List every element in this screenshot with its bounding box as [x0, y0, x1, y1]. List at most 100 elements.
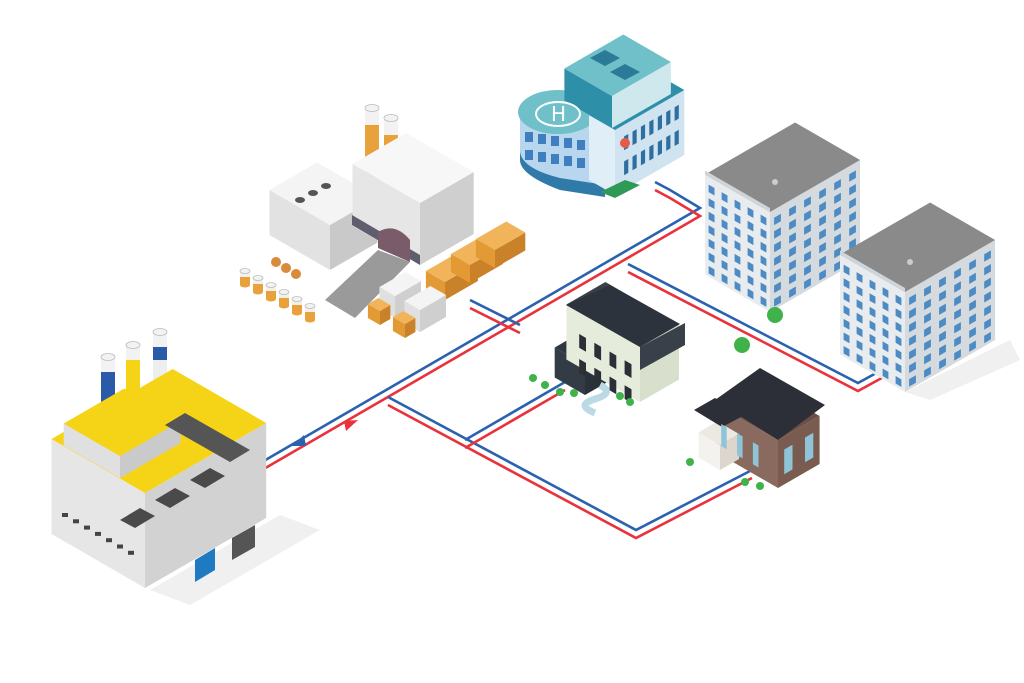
apartment-window [954, 349, 961, 361]
roof-skylight [190, 468, 225, 488]
apartment-building-1 [705, 122, 861, 312]
apartment-window [954, 335, 961, 347]
apartment-window [789, 205, 796, 217]
house-branch-return-pipe [464, 380, 566, 442]
barrel-top [304, 303, 316, 309]
apartment-window [882, 368, 889, 380]
barrel-band [305, 312, 315, 320]
apartment-window [774, 213, 781, 226]
return-flow-arrow-icon [292, 435, 306, 446]
apartment-window [954, 308, 961, 320]
energy-plant-upper-right-face [120, 421, 181, 478]
garden-path [581, 381, 610, 417]
hospital-top-block [564, 34, 671, 128]
hospital-window [551, 154, 559, 164]
apartment-window [882, 314, 889, 326]
apartment-window [834, 192, 841, 204]
apartment-window [895, 294, 902, 306]
apartment-window [819, 242, 826, 254]
barrel-top [291, 296, 303, 302]
apartment-window [789, 286, 796, 298]
apartment-window [939, 303, 946, 315]
apartment-window [954, 322, 961, 334]
blue-chimney-top [100, 353, 116, 361]
porch-roof [694, 398, 745, 427]
apartment-window [789, 218, 796, 230]
apartment-window [984, 277, 991, 289]
orange-chimney-band [365, 108, 379, 125]
apartment-window [747, 220, 754, 232]
modern-house [554, 282, 685, 417]
factory-main-block-roof [352, 133, 474, 203]
hospital-window [657, 139, 662, 156]
hospital-window [538, 152, 546, 162]
apartment-window [939, 357, 946, 370]
apartment-window [789, 232, 796, 244]
house-window [609, 376, 617, 395]
white-chimney-top [152, 328, 168, 336]
plant-window [95, 531, 101, 536]
apartment-window [909, 307, 916, 319]
apartment-window [969, 327, 976, 339]
apartment-window [760, 296, 767, 307]
helipad: H [535, 101, 581, 127]
apartment-window [849, 197, 856, 209]
barrel-band-base [292, 310, 302, 316]
apartment-window [909, 375, 916, 387]
apartment-building-2 [840, 202, 996, 392]
house-window [784, 444, 793, 475]
crate [475, 221, 526, 268]
white-chimney-band [153, 347, 167, 360]
apartment-window [895, 348, 902, 360]
barrel-band [279, 298, 289, 306]
apartment-window [843, 264, 850, 276]
barrel [304, 303, 316, 323]
apartment-window [984, 304, 991, 317]
apartment-window [734, 199, 741, 211]
hospital-entrance-lawn [600, 180, 640, 198]
barrel-band [266, 285, 276, 291]
apartment-window [939, 330, 946, 343]
hospital-window [649, 119, 654, 136]
apartment-window [721, 273, 728, 285]
apartment-window [721, 232, 728, 244]
supply-flow-arrow-icon [344, 420, 358, 431]
apartment-window [834, 260, 841, 272]
apartment-window [869, 320, 876, 332]
barrel-top [239, 268, 251, 274]
barrel-top [252, 275, 264, 281]
apartment-window [924, 325, 931, 338]
apartment-window [924, 339, 931, 351]
apartment-window [747, 288, 754, 300]
apartment-window [869, 306, 876, 318]
tree-icon [741, 478, 749, 486]
apartment-window [804, 196, 811, 208]
roof-vent-icon [295, 197, 305, 203]
hospital-window [538, 134, 546, 144]
pipe-network [261, 180, 901, 540]
white-chimney-band [153, 332, 167, 347]
orange-chimney-top [383, 114, 399, 122]
apartment-window [760, 268, 767, 280]
apartment-window [819, 255, 826, 267]
apartment-window [849, 170, 856, 182]
apartment-window [954, 294, 961, 307]
barrel [252, 275, 264, 295]
apartment-building-1-roof [705, 122, 861, 212]
apartment-window [804, 250, 811, 263]
apartment-window [939, 290, 946, 302]
orange-chimney-top [364, 104, 380, 112]
hospital-glass-base [520, 150, 605, 197]
apartment-window [969, 286, 976, 298]
apartment-window [834, 247, 841, 259]
apartment-window [708, 266, 715, 277]
garage-door [232, 525, 255, 560]
apartment-window [804, 223, 811, 235]
apartment-window [856, 326, 863, 338]
tree-icon [556, 388, 564, 396]
blue-chimney-band [101, 357, 115, 372]
apartment-window [969, 259, 976, 271]
apartment-window [969, 299, 976, 312]
factory-main-block-right-face [420, 172, 474, 265]
factory-side-block-roof [269, 162, 378, 225]
